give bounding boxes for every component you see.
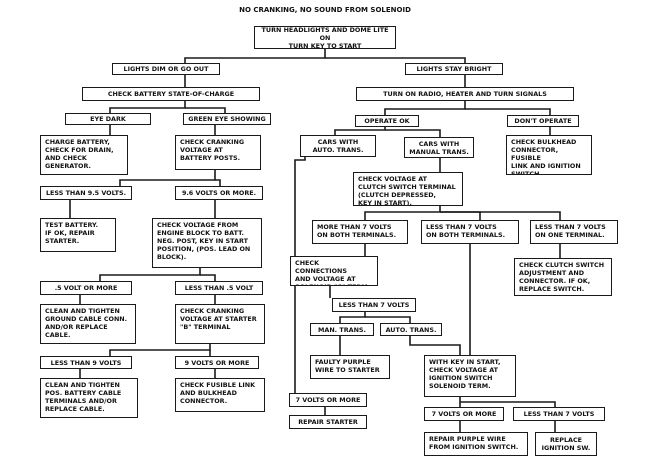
node-check-engine-block: CHECK VOLTAGE FROM ENGINE BLOCK TO BATT.… — [152, 218, 262, 268]
node-check-bulkhead: CHECK BULKHEAD CONNECTOR, FUSIBLE LINK A… — [506, 135, 592, 175]
node-lights-dim: LIGHTS DIM OR GO OUT — [112, 63, 220, 75]
node-more-7-both: MORE THAN 7 VOLTS ON BOTH TERMINALS. — [312, 220, 408, 244]
node-green-eye: GREEN EYE SHOWING — [183, 113, 271, 125]
node-repair-starter: REPAIR STARTER — [289, 415, 367, 429]
node-more-7-volts: 7 VOLTS OR MORE — [289, 393, 367, 407]
node-more-9-6: 9.6 VOLTS OR MORE. — [175, 186, 263, 200]
node-check-cranking-b: CHECK CRANKING VOLTAGE AT STARTER "B" TE… — [175, 304, 265, 344]
node-half-volt-more: .5 VOLT OR MORE — [40, 281, 132, 295]
node-cars-manual: CARS WITH MANUAL TRANS. — [404, 137, 474, 158]
node-turn-on-radio: TURN ON RADIO, HEATER AND TURN SIGNALS — [356, 87, 574, 101]
node-eye-dark: EYE DARK — [65, 113, 151, 125]
node-replace-ignition: REPLACE IGNITION SW. — [535, 432, 597, 456]
node-charge-battery: CHARGE BATTERY, CHECK FOR DRAIN, AND CHE… — [40, 135, 128, 175]
node-less-9-5: LESS THAN 9.5 VOLTS. — [40, 186, 132, 200]
node-check-battery: CHECK BATTERY STATE-OF-CHARGE — [82, 87, 260, 101]
node-auto-trans: AUTO. TRANS. — [380, 323, 442, 336]
node-operate-ok: OPERATE OK — [355, 115, 419, 127]
chart-title: NO CRANKING, NO SOUND FROM SOLENOID — [239, 6, 411, 14]
node-check-fusible: CHECK FUSIBLE LINK AND BULKHEAD CONNECTO… — [175, 378, 265, 412]
node-key-in-start: WITH KEY IN START, CHECK VOLTAGE AT IGNI… — [424, 355, 516, 397]
node-start: TURN HEADLIGHTS AND DOME LITE ON TURN KE… — [254, 26, 396, 49]
node-clean-pos: CLEAN AND TIGHTEN POS. BATTERY CABLE TER… — [40, 378, 138, 418]
node-less-half-volt: LESS THAN .5 VOLT — [175, 281, 263, 295]
node-check-cranking-posts: CHECK CRANKING VOLTAGE AT BATTERY POSTS. — [175, 135, 261, 170]
node-clean-ground: CLEAN AND TIGHTEN GROUND CABLE CONN. AND… — [40, 304, 136, 344]
node-repair-purple: REPAIR PURPLE WIRE FROM IGNITION SWITCH. — [424, 432, 528, 456]
node-less-9-volts: LESS THAN 9 VOLTS — [40, 356, 132, 369]
node-more-7-volts-2: 7 VOLTS OR MORE — [424, 407, 504, 421]
node-check-clutch-voltage: CHECK VOLTAGE AT CLUTCH SWITCH TERMINAL … — [353, 172, 463, 206]
node-more-9-volts: 9 VOLTS OR MORE — [175, 356, 259, 369]
node-less-7-both: LESS THAN 7 VOLTS ON BOTH TERMINALS. — [421, 220, 519, 244]
node-cars-auto: CARS WITH AUTO. TRANS. — [300, 135, 376, 157]
node-less-7-one: LESS THAN 7 VOLTS ON ONE TERMINAL. — [530, 220, 618, 244]
node-check-clutch-adjust: CHECK CLUTCH SWITCH ADJUSTMENT AND CONNE… — [514, 258, 612, 296]
node-man-trans: MAN. TRANS. — [310, 323, 374, 336]
node-less-7-volts-2: LESS THAN 7 VOLTS — [513, 407, 605, 421]
node-lights-bright: LIGHTS STAY BRIGHT — [405, 63, 503, 75]
node-faulty-purple: FAULTY PURPLE WIRE TO STARTER — [310, 355, 390, 379]
node-less-7-volts: LESS THAN 7 VOLTS — [332, 298, 416, 312]
node-test-battery: TEST BATTERY. IF OK, REPAIR STARTER. — [40, 218, 116, 252]
node-check-connections-s: CHECK CONNECTIONS AND VOLTAGE AT SOLENOI… — [290, 256, 378, 286]
node-dont-operate: DON'T OPERATE — [507, 115, 579, 127]
